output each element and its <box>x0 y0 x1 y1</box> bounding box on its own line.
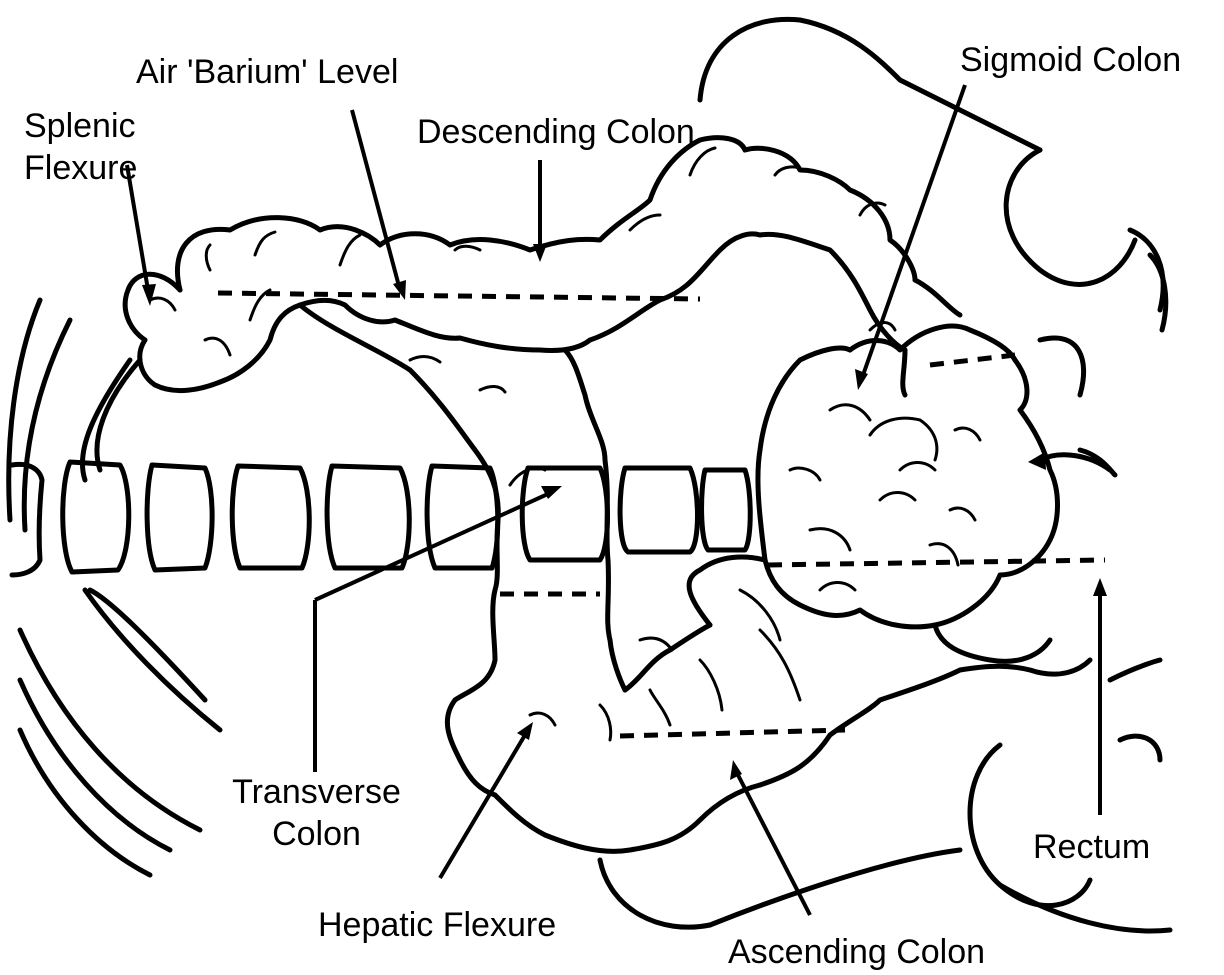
rectum-label: Rectum <box>1033 827 1150 867</box>
spine <box>12 462 750 700</box>
splenic-flexure-label-line1: Splenic <box>24 106 136 146</box>
transverse-colon-label-line1: Transverse <box>214 772 419 812</box>
colon-outline <box>125 138 1090 852</box>
transverse-colon-label-line2: Colon <box>214 814 419 854</box>
air-barium-level-label: Air 'Barium' Level <box>136 52 398 92</box>
ascending-colon-label: Ascending Colon <box>728 932 985 972</box>
sigmoid-colon-label: Sigmoid Colon <box>960 40 1181 80</box>
splenic-flexure-label-line2: Flexure <box>24 148 137 188</box>
hepatic-flexure-label: Hepatic Flexure <box>318 905 556 945</box>
haustral-folds <box>150 148 980 740</box>
body-outline <box>9 19 1170 931</box>
descending-colon-label: Descending Colon <box>417 112 695 152</box>
